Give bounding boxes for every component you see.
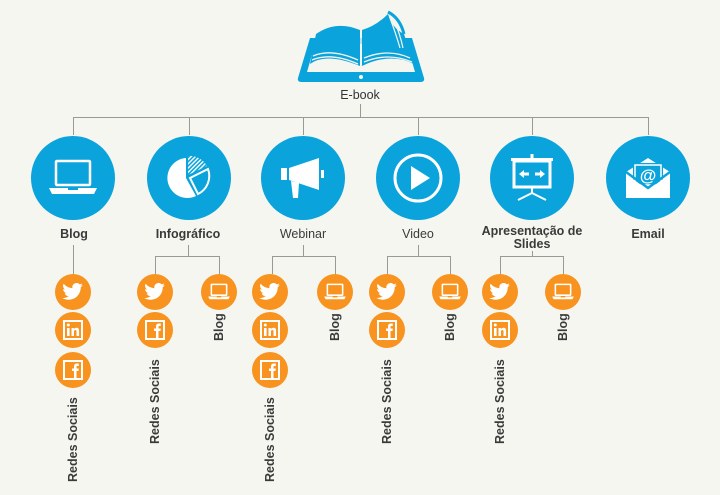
twitter-icon [62, 283, 83, 300]
drop-connector [532, 117, 533, 135]
sub-connector [563, 256, 564, 274]
child-label-redes-sociais: Redes Sociais [66, 397, 80, 482]
twitter-circle [137, 274, 173, 310]
presentation-board-icon [511, 154, 553, 201]
sub-connector [532, 251, 533, 257]
ebook-label: E-book [340, 88, 380, 102]
email-at-icon: @ [625, 158, 671, 198]
twitter-icon [259, 283, 280, 300]
drop-connector [73, 117, 74, 135]
twitter-circle [369, 274, 405, 310]
channel-blog-node [31, 136, 115, 220]
channel-webinar-node [261, 136, 345, 220]
pie-chart-icon [167, 155, 211, 198]
twitter-circle [252, 274, 288, 310]
sub-connector [387, 256, 451, 257]
twitter-icon [376, 283, 397, 300]
child-label-blog: Blog [328, 313, 342, 341]
megaphone-icon [281, 158, 324, 198]
linkedin-icon [63, 320, 83, 340]
facebook-icon [377, 320, 397, 340]
channel-apresentacao-label-line1: Apresentação de [481, 224, 583, 238]
channel-blog-label: Blog [60, 227, 88, 241]
channel-video-label: Video [402, 227, 434, 241]
channel-apresentacao-label: Apresentação de Slides [482, 225, 583, 251]
sub-connector [155, 256, 220, 257]
laptop-icon [439, 283, 461, 300]
channel-video-node [376, 136, 460, 220]
channel-infografico-label: Infográfico [155, 227, 221, 241]
laptop-icon [324, 283, 346, 300]
laptop-icon [49, 159, 97, 194]
twitter-circle [55, 274, 91, 310]
channel-email-node: @ [606, 136, 690, 220]
child-label-redes-sociais: Redes Sociais [263, 397, 277, 482]
root-connector [360, 104, 361, 117]
laptop-icon [552, 283, 574, 300]
linkedin-circle [482, 312, 518, 348]
laptop-circle [432, 274, 468, 310]
facebook-icon [63, 360, 83, 380]
channel-apresentacao-node [490, 136, 574, 220]
laptop-circle [317, 274, 353, 310]
sub-connector [188, 245, 189, 257]
svg-text:@: @ [640, 166, 657, 185]
facebook-icon [260, 360, 280, 380]
laptop-circle [545, 274, 581, 310]
play-icon [393, 153, 443, 203]
child-label-redes-sociais: Redes Sociais [148, 359, 162, 444]
twitter-icon [489, 283, 510, 300]
laptop-circle [201, 274, 237, 310]
linkedin-icon [260, 320, 280, 340]
sub-connector [272, 256, 336, 257]
facebook-icon [145, 320, 165, 340]
channel-apresentacao-label-line2: Slides [513, 237, 551, 251]
facebook-circle [55, 352, 91, 388]
sub-connector [155, 256, 156, 274]
sub-connector [272, 256, 273, 274]
sub-connector [73, 245, 74, 274]
drop-connector [418, 117, 419, 135]
sub-connector [500, 256, 501, 274]
laptop-icon [208, 283, 230, 300]
facebook-circle [137, 312, 173, 348]
sub-connector [500, 256, 564, 257]
facebook-circle [252, 352, 288, 388]
linkedin-circle [55, 312, 91, 348]
sub-connector [303, 245, 304, 257]
child-label-blog: Blog [212, 313, 226, 341]
sub-connector [335, 256, 336, 274]
main-horizontal-connector [73, 117, 649, 118]
sub-connector [418, 245, 419, 257]
twitter-icon [144, 283, 165, 300]
sub-connector [450, 256, 451, 274]
channel-webinar-label: Webinar [279, 227, 327, 241]
facebook-circle [369, 312, 405, 348]
child-label-blog: Blog [556, 313, 570, 341]
ebook-tablet-icon [297, 10, 425, 82]
drop-connector [648, 117, 649, 135]
drop-connector [303, 117, 304, 135]
linkedin-circle [252, 312, 288, 348]
twitter-circle [482, 274, 518, 310]
drop-connector [189, 117, 190, 135]
channel-email-label: Email [631, 227, 665, 241]
channel-infografico-node [147, 136, 231, 220]
linkedin-icon [490, 320, 510, 340]
sub-connector [219, 256, 220, 274]
ebook-node [296, 4, 426, 84]
child-label-redes-sociais: Redes Sociais [380, 359, 394, 444]
sub-connector [387, 256, 388, 274]
child-label-blog: Blog [443, 313, 457, 341]
child-label-redes-sociais: Redes Sociais [493, 359, 507, 444]
